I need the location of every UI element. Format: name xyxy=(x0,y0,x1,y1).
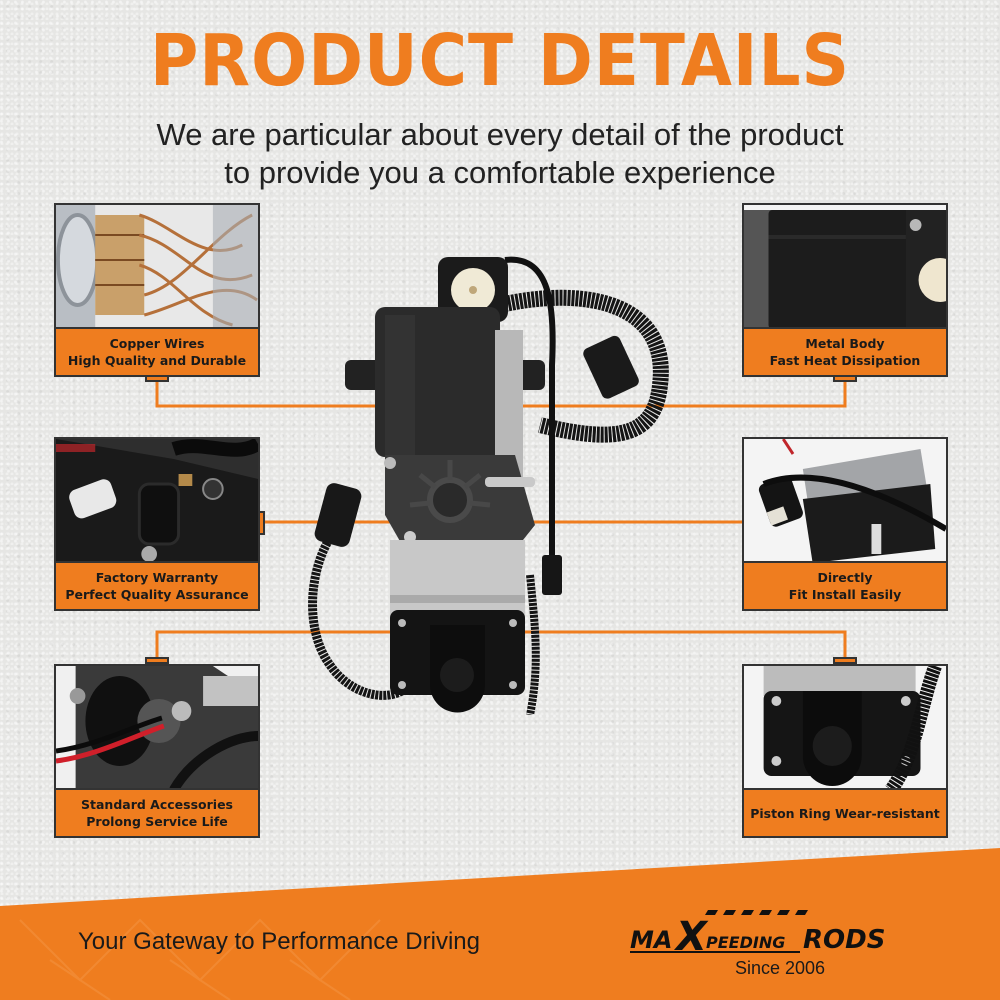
feature-card-piston-ring: Piston Ring Wear-resistant xyxy=(742,664,948,838)
connector-tab xyxy=(258,511,265,535)
page-subtitle: We are particular about every detail of … xyxy=(0,116,1000,192)
feature-caption: Piston Ring Wear-resistant xyxy=(744,788,946,836)
feature-title: Piston Ring Wear-resistant xyxy=(750,805,940,821)
feature-subtitle: Fast Heat Dissipation xyxy=(769,353,921,368)
svg-text:RODS: RODS xyxy=(803,925,885,955)
svg-text:X: X xyxy=(673,914,709,958)
feature-caption: Metal Body Fast Heat Dissipation xyxy=(744,327,946,375)
feature-caption: Factory Warranty Perfect Quality Assuran… xyxy=(56,561,258,609)
feature-card-copper-wires: Copper Wires High Quality and Durable xyxy=(54,203,260,377)
footer-tagline: Your Gateway to Performance Driving xyxy=(78,928,480,955)
compressor-side-image xyxy=(744,439,946,563)
connector-tab xyxy=(145,375,169,382)
svg-text:PEEDING: PEEDING xyxy=(706,933,785,952)
feature-card-direct-fit: Directly Fit Install Easily xyxy=(742,437,948,611)
piston-cap-image xyxy=(744,666,946,790)
feature-caption: Copper Wires High Quality and Durable xyxy=(56,327,258,375)
feature-title: Factory Warranty xyxy=(95,570,219,585)
feature-subtitle: Prolong Service Life xyxy=(86,814,228,829)
feature-card-factory-warranty: Factory Warranty Perfect Quality Assuran… xyxy=(54,437,260,611)
subtitle-line-2: to provide you a comfortable experience xyxy=(224,155,776,190)
subtitle-line-1: We are particular about every detail of … xyxy=(156,117,844,152)
feature-subtitle: Fit Install Easily xyxy=(788,587,902,602)
brand-since: Since 2006 xyxy=(734,958,826,978)
feature-card-metal-body: Metal Body Fast Heat Dissipation xyxy=(742,203,948,377)
feature-caption: Standard Accessories Prolong Service Lif… xyxy=(56,788,258,836)
compressor-product-image xyxy=(308,256,669,715)
feature-subtitle: High Quality and Durable xyxy=(67,353,247,368)
page-title: PRODUCT DETAILS xyxy=(149,18,851,103)
svg-text:MA: MA xyxy=(630,926,672,954)
feature-caption: Directly Fit Install Easily xyxy=(744,561,946,609)
feature-title: Standard Accessories xyxy=(81,797,233,812)
feature-title: Copper Wires xyxy=(109,336,205,351)
connector-closeup-image xyxy=(56,439,258,563)
connector-tab xyxy=(145,657,169,664)
feature-title: Directly xyxy=(817,570,873,585)
feature-card-standard-accessories: Standard Accessories Prolong Service Lif… xyxy=(54,664,260,838)
connector-tab xyxy=(833,375,857,382)
copper-wire-image xyxy=(56,205,258,329)
feature-title: Metal Body xyxy=(805,336,885,351)
red-wire-closeup-image xyxy=(56,666,258,790)
brand-logo: MA X PEEDING RODS xyxy=(630,910,885,958)
feature-subtitle: Perfect Quality Assurance xyxy=(65,587,249,602)
connector-tab xyxy=(833,657,857,664)
metal-body-image xyxy=(744,205,946,329)
